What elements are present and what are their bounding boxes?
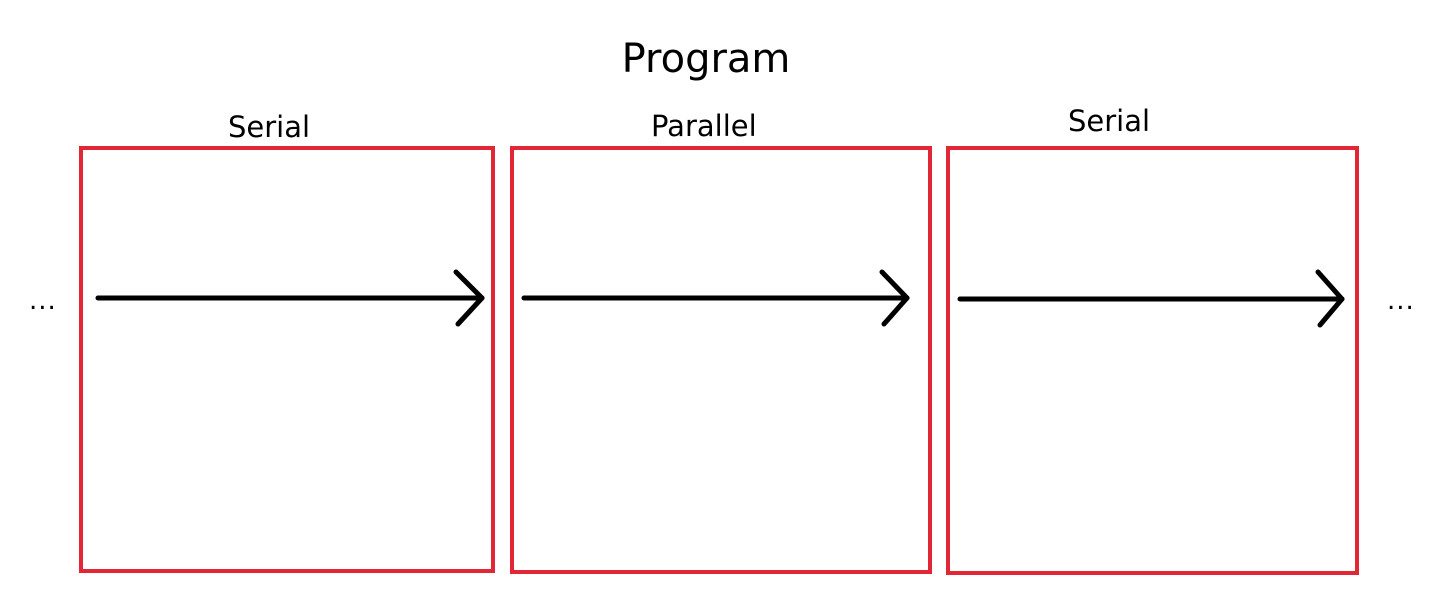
box-label-serial-2: Serial <box>1068 104 1151 138</box>
parallel-section-box <box>510 146 932 574</box>
flow-arrow-3 <box>957 269 1345 328</box>
box-label-parallel: Parallel <box>651 109 757 143</box>
diagram-title: Program <box>621 36 791 82</box>
flow-arrow-2 <box>521 269 910 327</box>
ellipsis-left: ... <box>29 286 57 316</box>
serial-section-box-1 <box>79 146 495 573</box>
serial-section-box-2 <box>946 146 1359 575</box>
box-label-serial-1: Serial <box>228 110 311 144</box>
flow-arrow-1 <box>95 269 485 327</box>
ellipsis-right: ... <box>1387 286 1415 316</box>
